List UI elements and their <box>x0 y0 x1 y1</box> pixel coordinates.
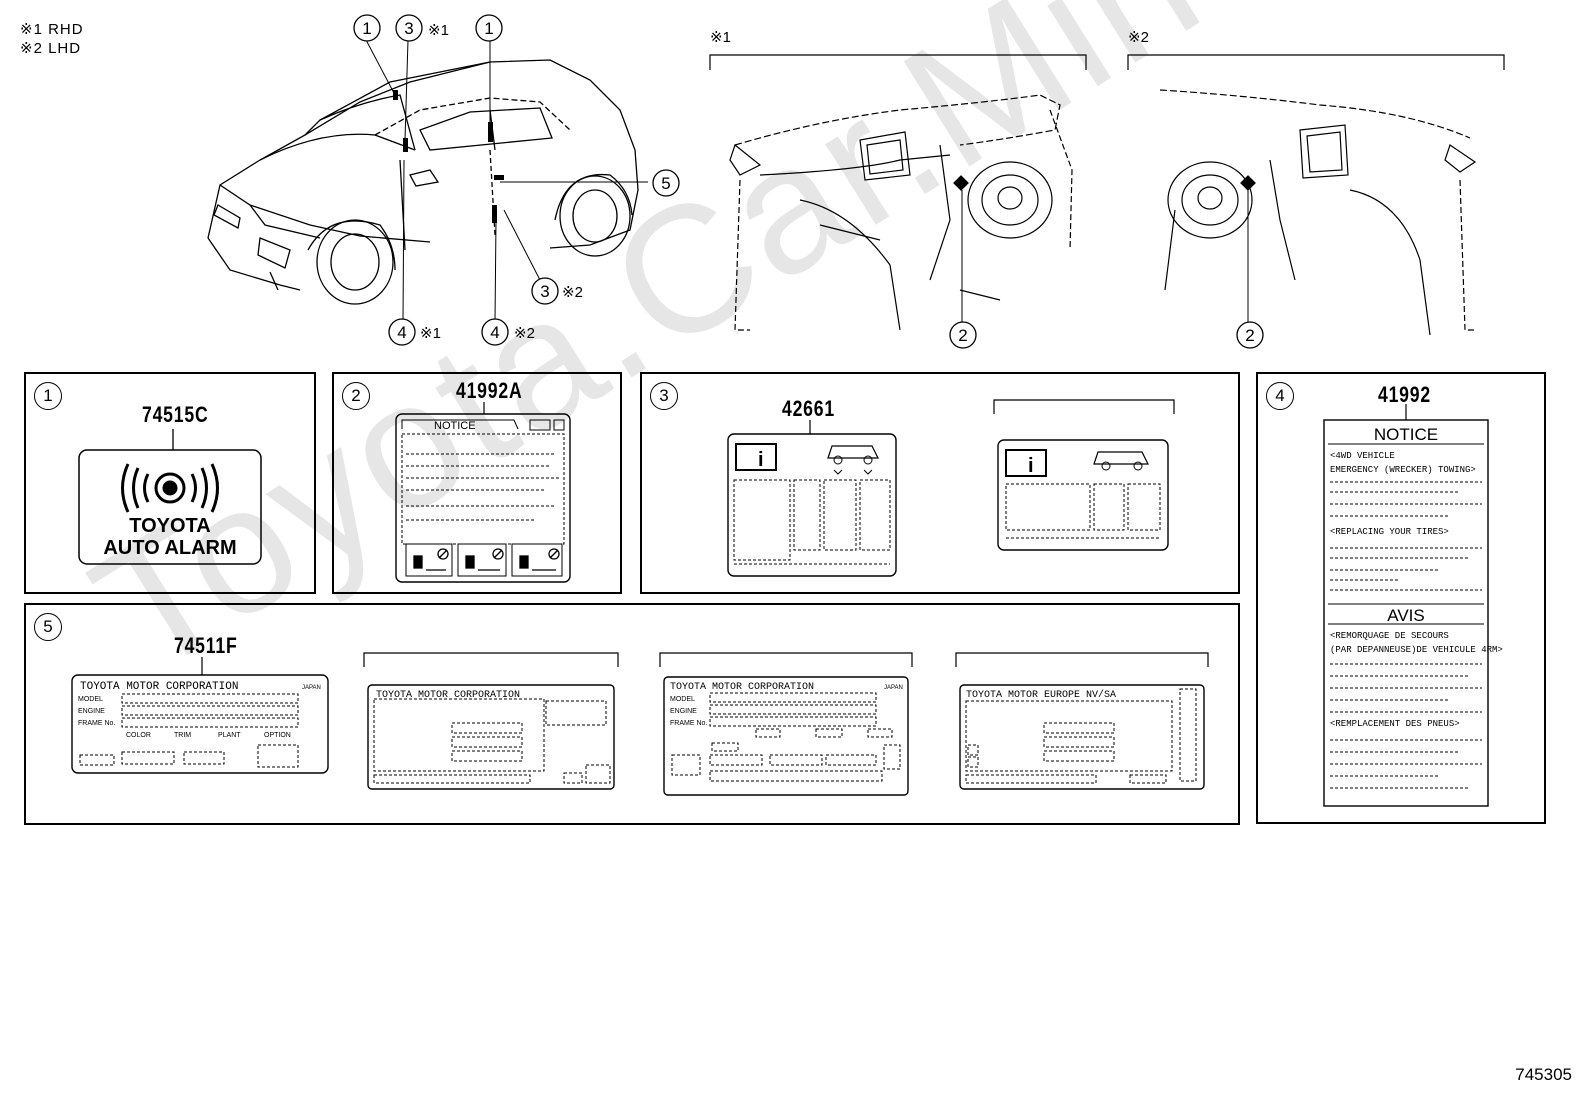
callout-2b: 2 <box>1236 321 1264 349</box>
towing-notice-label: NOTICE <4WD VEHICLE EMERGENCY (WRECKER) … <box>1323 404 1503 807</box>
svg-text:2: 2 <box>958 326 967 345</box>
svg-text:JAPAN: JAPAN <box>302 685 321 691</box>
svg-text:TOYOTA MOTOR CORPORATION: TOYOTA MOTOR CORPORATION <box>376 690 520 701</box>
legend-rhd: ※1 RHD <box>20 21 84 38</box>
callout-5: 5 <box>652 169 680 197</box>
panel-4: 4 41992 NOTICE <4WD VEHICLE EMERGENCY (W… <box>1256 372 1546 824</box>
document-id: 745305 <box>1515 1065 1572 1084</box>
svg-text:OPTION: OPTION <box>264 732 291 739</box>
svg-text:2: 2 <box>1245 326 1254 345</box>
svg-text:JAPAN: JAPAN <box>884 685 903 691</box>
panel-number: 2 <box>342 382 370 410</box>
callout-4b: 4 <box>490 323 499 342</box>
alarm-text-1: TOYOTA <box>129 515 210 537</box>
avis-heading: AVIS <box>1387 606 1424 625</box>
notice-heading: NOTICE <box>434 420 476 432</box>
notice-label: NOTICE <box>395 402 571 583</box>
svg-text:<4WD VEHICLE: <4WD VEHICLE <box>1330 451 1395 461</box>
svg-text:FRAME No.: FRAME No. <box>78 720 115 727</box>
svg-text:ENGINE: ENGINE <box>670 708 697 715</box>
dashboard-rhd-illustration <box>709 54 1087 335</box>
svg-text:TOYOTA MOTOR CORPORATION: TOYOTA MOTOR CORPORATION <box>80 681 238 693</box>
svg-text:FRAME No.: FRAME No. <box>670 720 707 727</box>
part-number: 42661 <box>782 396 835 421</box>
part-number: 74511F <box>174 633 238 658</box>
legend-lhd: ※2 LHD <box>20 40 82 57</box>
panel-number: 3 <box>650 382 678 410</box>
part-number: 74515C <box>142 402 209 427</box>
callout-1a: 1 <box>362 19 371 38</box>
note-rhd-a: ※1 <box>428 22 449 39</box>
car-callouts: 1 3 1 4 4 ※1 ※1 ※2 <box>353 14 535 346</box>
part-number: 41992 <box>1378 382 1431 407</box>
part-number: 41992A <box>456 378 523 403</box>
panel-number: 4 <box>1266 382 1294 410</box>
legend: ※1 RHD ※2 LHD <box>20 20 84 58</box>
svg-text:(PAR DEPANNEUSE)DE VEHICULE 4R: (PAR DEPANNEUSE)DE VEHICULE 4RM> <box>1330 645 1503 655</box>
dash-lhd-label: ※2 <box>1128 29 1149 46</box>
svg-text:TOYOTA MOTOR EUROPE NV/SA: TOYOTA MOTOR EUROPE NV/SA <box>966 689 1116 701</box>
alarm-text-2: AUTO ALARM <box>103 537 236 559</box>
panel-2: 2 41992A NOTICE <box>332 372 622 594</box>
notice-heading: NOTICE <box>1374 425 1438 444</box>
callout-1b: 1 <box>484 19 493 38</box>
vin-plates: TOYOTA MOTOR CORPORATION JAPAN MODEL ENG… <box>71 652 1209 796</box>
panel-5: 5 74511F TOYOTA MOTOR CORPORATION JAPAN … <box>24 603 1240 825</box>
dash-rhd-label: ※1 <box>710 29 731 46</box>
panel-1: 1 74515C TOYOTA AUTO ALARM <box>24 372 316 594</box>
car-callouts-right: 3 ※2 <box>531 277 583 305</box>
callout-4a: 4 <box>397 323 406 342</box>
svg-text:<REMORQUAGE DE SECOURS: <REMORQUAGE DE SECOURS <box>1330 631 1449 641</box>
svg-text:i: i <box>758 449 764 471</box>
alarm-label: TOYOTA AUTO ALARM <box>78 429 262 565</box>
svg-text:ENGINE: ENGINE <box>78 708 105 715</box>
svg-text:EMERGENCY (WRECKER) TOWING>: EMERGENCY (WRECKER) TOWING> <box>1330 465 1476 475</box>
tire-labels: i i <box>727 399 1175 577</box>
panel-number: 1 <box>34 382 62 410</box>
callout-2a: 2 <box>949 321 977 349</box>
svg-text:MODEL: MODEL <box>670 696 695 703</box>
callout-3a: 3 <box>404 19 413 38</box>
svg-text:<REMPLACEMENT DES PNEUS>: <REMPLACEMENT DES PNEUS> <box>1330 719 1460 729</box>
note-rhd-b: ※1 <box>420 325 441 342</box>
panel-3: 3 42661 i i <box>640 372 1240 594</box>
callout-3b: 3 <box>540 282 549 301</box>
panel-number: 5 <box>34 613 62 641</box>
car-exterior-illustration <box>207 37 648 323</box>
svg-text:MODEL: MODEL <box>78 696 103 703</box>
svg-text:TRIM: TRIM <box>174 732 191 739</box>
note-lhd-b: ※2 <box>562 284 583 301</box>
svg-text:5: 5 <box>661 174 670 193</box>
note-lhd-a: ※2 <box>514 325 535 342</box>
svg-text:COLOR: COLOR <box>126 732 151 739</box>
dashboard-lhd-illustration <box>1127 54 1505 336</box>
svg-text:PLANT: PLANT <box>218 732 241 739</box>
svg-text:i: i <box>1028 455 1034 477</box>
svg-text:TOYOTA MOTOR CORPORATION: TOYOTA MOTOR CORPORATION <box>670 682 814 693</box>
svg-text:<REPLACING YOUR TIRES>: <REPLACING YOUR TIRES> <box>1330 527 1449 537</box>
